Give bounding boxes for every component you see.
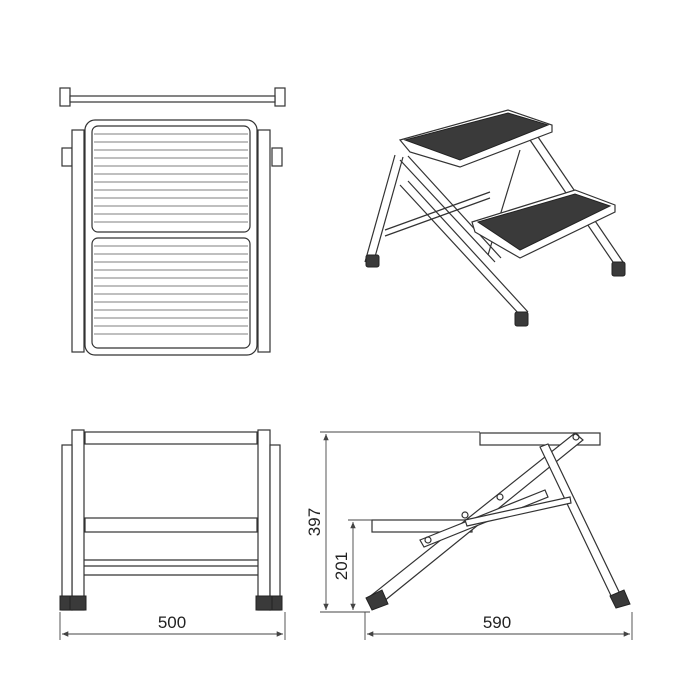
top-view: [59, 87, 286, 356]
dimension-height-top: 397: [305, 431, 480, 613]
dimension-label-397: 397: [305, 508, 324, 536]
dimension-height-lower-step: 201: [332, 519, 372, 610]
dimension-width-front: 500: [59, 612, 286, 640]
dimension-label-201: 201: [332, 552, 351, 580]
dimension-depth-side: 590: [364, 612, 633, 640]
dimension-label-500: 500: [158, 613, 186, 632]
isometric-view: [364, 109, 626, 327]
dimension-label-590: 590: [483, 613, 511, 632]
front-view: [59, 429, 283, 611]
side-view: [365, 432, 631, 611]
